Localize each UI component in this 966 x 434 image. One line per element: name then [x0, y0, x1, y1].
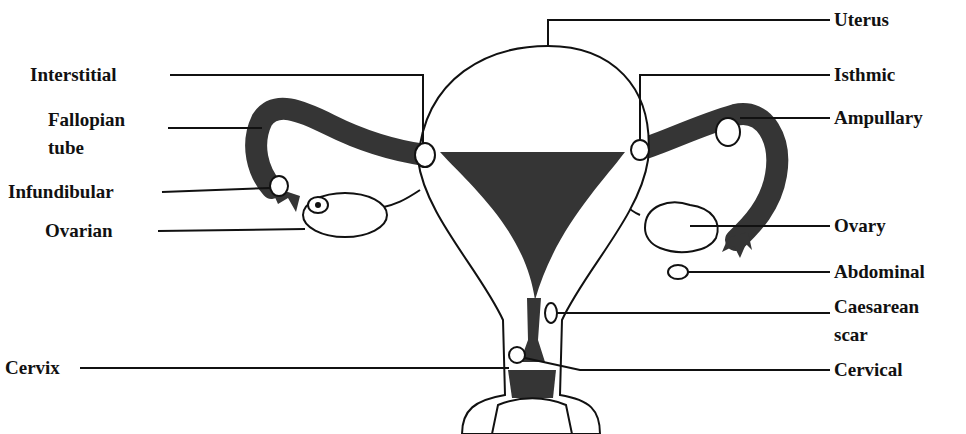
- leader-line: [170, 75, 423, 143]
- part-label: Cervical: [834, 359, 903, 381]
- leader-line: [158, 229, 305, 231]
- site-circle: [509, 347, 525, 363]
- part-label: Ampullary: [834, 107, 923, 129]
- part-label: Isthmic: [834, 64, 895, 86]
- ligament: [380, 190, 420, 208]
- part-label: Fallopian tube: [48, 106, 148, 162]
- fimbria: [722, 232, 752, 258]
- site-circle: [415, 143, 435, 167]
- site-circle: [631, 140, 649, 160]
- ovary-shape: [645, 202, 718, 252]
- part-label: Caesarean scar: [834, 293, 939, 349]
- leader-line: [525, 358, 830, 370]
- part-label: Abdominal: [834, 261, 925, 283]
- site-circle: [270, 176, 288, 196]
- uterus-outline: [418, 46, 649, 434]
- leader-line: [690, 225, 830, 227]
- part-label: Ovary: [834, 215, 886, 237]
- part-label: Uterus: [834, 9, 889, 31]
- leader-line: [162, 188, 270, 192]
- part-label: Ovarian: [45, 220, 113, 242]
- part-label: Interstitial: [30, 64, 117, 86]
- part-label: Cervix: [5, 357, 60, 379]
- site-dot: [315, 202, 321, 208]
- leader-line: [688, 271, 830, 273]
- site-circle: [308, 197, 328, 213]
- leader-line: [740, 117, 830, 119]
- vaginal-opening: [492, 398, 572, 434]
- leader-line: [80, 367, 509, 369]
- leader-lines: [80, 20, 830, 370]
- site-circle: [716, 118, 740, 146]
- leader-line: [557, 312, 830, 314]
- part-label: Infundibular: [8, 181, 114, 203]
- ovary-shape: [303, 193, 387, 237]
- vaginal-canal: [508, 370, 556, 398]
- uterine-cavity: [440, 152, 625, 300]
- site-circle: [668, 265, 688, 279]
- leader-line: [168, 127, 262, 129]
- site-circle: [545, 303, 557, 323]
- leader-line: [548, 20, 830, 46]
- leader-line: [640, 75, 830, 140]
